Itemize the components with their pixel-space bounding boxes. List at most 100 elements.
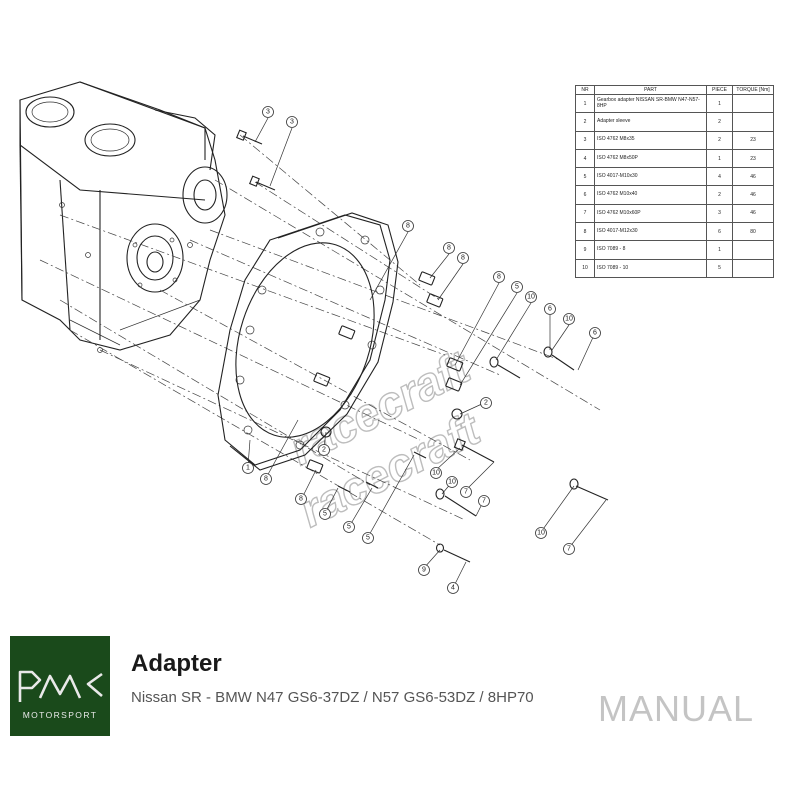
nr-cell: 3 <box>575 130 595 150</box>
pmc-logo: MOTORSPORT <box>10 636 110 736</box>
svg-text:10: 10 <box>432 470 440 477</box>
svg-text:3: 3 <box>266 109 270 116</box>
part-cell: ISO 4762 M8x35 <box>594 130 707 150</box>
part-cell: Gearbox adapter NISSAN SR-BMW N47-N57-8H… <box>594 93 707 114</box>
callout-balloon: 8 <box>295 493 307 505</box>
torque-cell: 46 <box>732 167 774 187</box>
callout-balloon: 8 <box>457 252 469 264</box>
callout-balloon: 1 <box>242 462 254 474</box>
nr-cell: 4 <box>575 148 595 169</box>
fasteners <box>236 129 609 563</box>
callout-balloon: 5 <box>319 508 331 520</box>
svg-text:8: 8 <box>447 245 451 252</box>
part-cell: ISO 7089 - 8 <box>594 240 707 260</box>
torque-cell <box>732 258 774 278</box>
callout-balloon: 7 <box>478 495 490 507</box>
piece-cell: 3 <box>706 203 733 224</box>
exploded-assembly-drawing: racecraft racecraft <box>19 81 609 594</box>
piece-cell: 2 <box>706 130 733 150</box>
nr-cell: 1 <box>575 93 595 114</box>
nr-cell: 6 <box>575 185 595 205</box>
callout-balloon: 7 <box>563 543 575 555</box>
nr-cell: 8 <box>575 222 595 242</box>
nr-cell: 9 <box>575 240 595 260</box>
adapter-plate <box>217 212 399 471</box>
svg-text:4: 4 <box>451 585 455 592</box>
logo-brand-text: MOTORSPORT <box>22 710 98 720</box>
torque-cell <box>732 93 774 114</box>
piece-cell: 4 <box>706 167 733 187</box>
svg-text:3: 3 <box>290 119 294 126</box>
svg-text:8: 8 <box>461 255 465 262</box>
callout-balloon: 4 <box>447 582 459 594</box>
svg-text:7: 7 <box>482 498 486 505</box>
svg-text:2: 2 <box>484 400 488 407</box>
svg-text:8: 8 <box>264 476 268 483</box>
nr-cell: 2 <box>575 112 595 132</box>
callout-balloon: 8 <box>443 242 455 254</box>
callout-balloon: 9 <box>418 564 430 576</box>
page-subtitle: Nissan SR - BMW N47 GS6-37DZ / N57 GS6-5… <box>131 689 534 706</box>
torque-cell <box>732 112 774 132</box>
piece-cell: 1 <box>706 93 733 114</box>
callout-balloon: 6 <box>544 303 556 315</box>
piece-cell: 2 <box>706 112 733 132</box>
callout-balloon: 8 <box>493 271 505 283</box>
svg-text:8: 8 <box>299 496 303 503</box>
table-header-row: NR PART PIECE TORQUE [Nm] <box>575 85 774 95</box>
torque-cell: 46 <box>732 203 774 224</box>
callout-balloon: 8 <box>402 220 414 232</box>
column-header-torque: TORQUE [Nm] <box>732 85 774 95</box>
nr-cell: 10 <box>575 258 595 278</box>
svg-text:9: 9 <box>422 567 426 574</box>
callout-balloon: 3 <box>262 106 274 118</box>
svg-text:8: 8 <box>497 274 501 281</box>
part-cell: Adapter sleeve <box>594 112 707 132</box>
callout-balloon: 2 <box>318 444 330 456</box>
nr-cell: 7 <box>575 203 595 224</box>
callout-balloon: 8 <box>260 473 272 485</box>
torque-cell: 23 <box>732 130 774 150</box>
part-cell: ISO 4017-M12x30 <box>594 222 707 242</box>
torque-cell: 80 <box>732 222 774 242</box>
nr-cell: 5 <box>575 167 595 187</box>
callout-balloon: 5 <box>362 532 374 544</box>
piece-cell: 1 <box>706 240 733 260</box>
page-title: Adapter <box>131 650 222 677</box>
callout-balloon: 6 <box>589 327 601 339</box>
callout-balloon: 10 <box>446 476 458 488</box>
callout-balloon: 10 <box>535 527 547 539</box>
callout-balloon: 10 <box>525 291 537 303</box>
svg-text:1: 1 <box>246 465 250 472</box>
part-cell: ISO 4762 M10x40 <box>594 185 707 205</box>
column-header-piece: PIECE <box>706 85 733 95</box>
callout-balloon: 7 <box>460 486 472 498</box>
svg-text:5: 5 <box>347 524 351 531</box>
part-cell: ISO 4017-M10x30 <box>594 167 707 187</box>
projection-lines <box>39 134 601 546</box>
part-cell: ISO 4762 M10x60P <box>594 203 707 224</box>
piece-cell: 2 <box>706 185 733 205</box>
callout-balloon: 5 <box>343 521 355 533</box>
callout-balloon: 2 <box>480 397 492 409</box>
svg-text:5: 5 <box>323 511 327 518</box>
svg-text:2: 2 <box>322 447 326 454</box>
piece-cell: 1 <box>706 148 733 169</box>
part-cell: ISO 7089 - 10 <box>594 258 707 278</box>
column-header-nr: NR <box>575 85 595 95</box>
svg-text:10: 10 <box>448 479 456 486</box>
engine-block <box>19 81 228 353</box>
piece-cell: 6 <box>706 222 733 242</box>
piece-cell: 5 <box>706 258 733 278</box>
callout-balloon: 10 <box>563 313 575 325</box>
